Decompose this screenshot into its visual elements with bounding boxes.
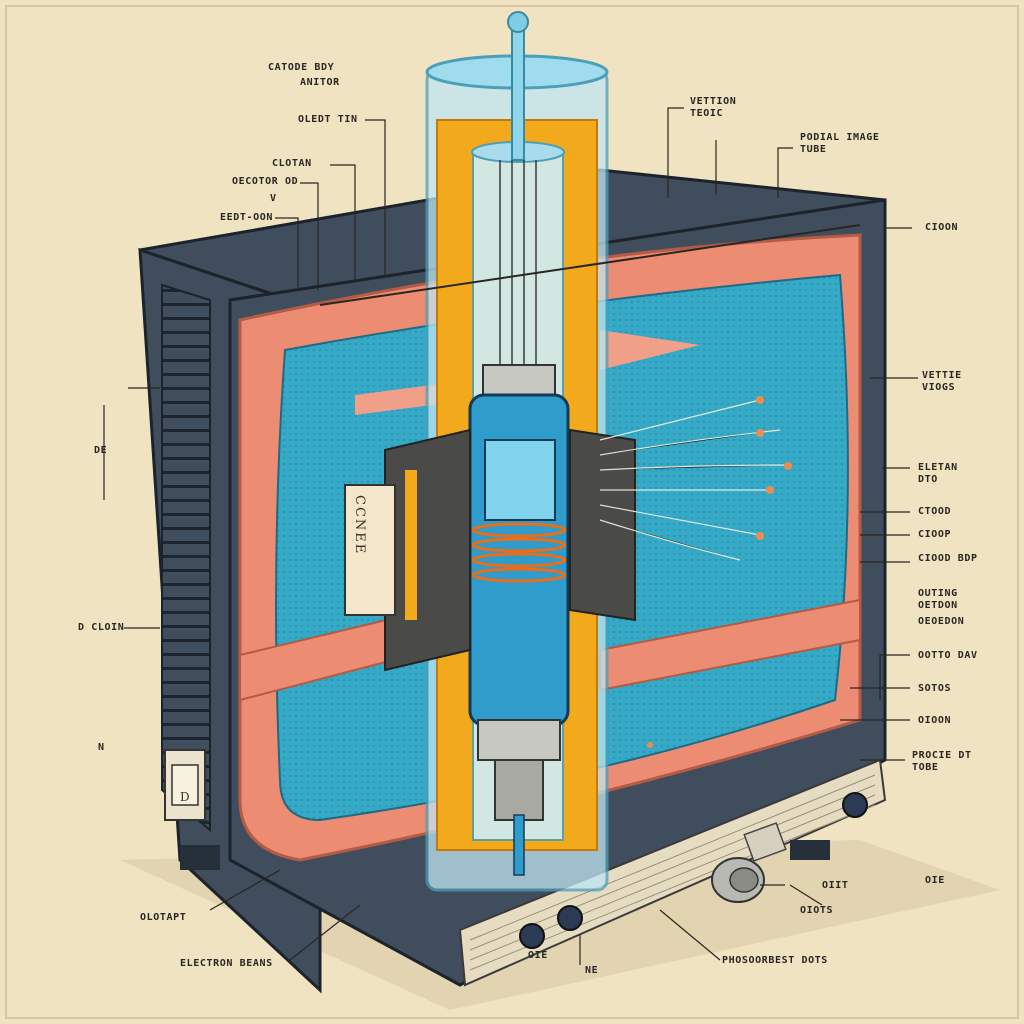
knob-2 (557, 905, 583, 931)
label-oiit: OIIT (822, 880, 849, 891)
main-dial-center (729, 867, 759, 893)
leader-lines (103, 107, 918, 965)
label-d-cloin: D CLOIN (78, 622, 125, 633)
knob-1 (519, 923, 545, 949)
gun-collar (482, 364, 556, 396)
label-strip (405, 470, 417, 620)
side-switch-text: D (180, 790, 192, 804)
cut-line (319, 224, 861, 306)
label-eedt-oon: EEDT-OON (220, 212, 273, 223)
label-cioon: CIOON (925, 222, 959, 233)
electrode-wires (499, 160, 537, 370)
deflection-coil (471, 522, 567, 583)
label-oioon: OIOON (918, 715, 952, 726)
label-oiots: OIOTS (800, 905, 834, 916)
label-catode-bdy: CATODE BDY (268, 62, 335, 73)
label-ne: NE (585, 965, 599, 976)
gun-stem (513, 814, 525, 876)
foot-left (180, 845, 220, 870)
label-de: DE (94, 445, 108, 456)
label-oecotor-od: OECOTOR OD (232, 176, 299, 187)
label-outing-oetdon: OUTING OETDON (918, 588, 958, 611)
vent-grille (161, 283, 211, 833)
anode-knob (507, 11, 529, 33)
label-vettie-viogs: VETTIE VIOGS (922, 370, 962, 393)
label-podial-image-tube: PODIAL IMAGE TUBE (800, 132, 880, 155)
label-panel (344, 484, 396, 616)
label-procie-dt-tobe: PROCIE DT TOBE (912, 750, 972, 773)
side-switch-face (171, 764, 199, 806)
circuit-board-right (569, 428, 636, 622)
label-sotos: SOTOS (918, 683, 952, 694)
label-ctood: CTOOD (918, 506, 952, 517)
label-v: V (270, 193, 277, 204)
label-ciood-bdp: CIOOD BDP (918, 553, 978, 564)
foot-right (790, 840, 830, 860)
gun-base (477, 719, 561, 761)
label-ootto-dav: OOTTO DAV (918, 650, 978, 661)
label-phosoorbest-dots: PHOSOORBEST DOTS (722, 955, 828, 966)
phosphor-dots (647, 396, 792, 748)
knob-3 (842, 792, 868, 818)
label-vettion-teoic: VETTION TEOIC (690, 96, 737, 119)
label-cioop: CIOOP (918, 529, 952, 540)
gun-window (484, 439, 556, 521)
anode-rod (511, 19, 525, 161)
label-oie-2: OIE (925, 875, 945, 886)
inner-bracket-right (600, 330, 700, 370)
label-anitor: ANITOR (300, 77, 340, 88)
label-olotapt: OLOTAPT (140, 912, 187, 923)
gun-socket (494, 759, 544, 821)
label-electron-beans: ELECTRON BEANS (180, 958, 273, 969)
label-clotan: CLOTAN (272, 158, 312, 169)
label-oledt-tin: OLEDT TIN (298, 114, 358, 125)
panel-label-text: CCNEE (352, 495, 367, 556)
label-oie-1: OIE (528, 950, 548, 961)
label-n: N (98, 742, 105, 753)
label-eletan-dto: ELETAN DTO (918, 462, 958, 485)
circuit-board-left (384, 428, 471, 672)
switch-block (743, 822, 787, 862)
paper-edge (5, 5, 1019, 1019)
label-oeoedon: OEOEDON (918, 616, 965, 627)
electron-beams (599, 399, 791, 561)
